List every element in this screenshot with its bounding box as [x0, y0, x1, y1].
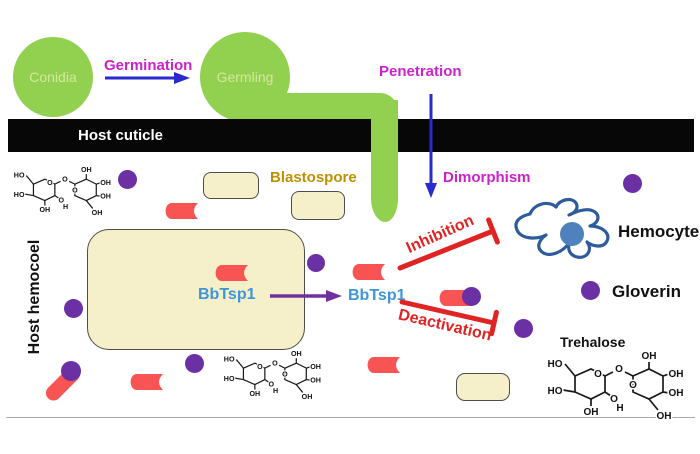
- o-label: O: [257, 363, 263, 371]
- o-label: O: [269, 381, 275, 389]
- o-label: O: [47, 179, 53, 187]
- oh-label: OH: [310, 363, 321, 371]
- h-label: H: [63, 203, 68, 211]
- blastospore-cell: [291, 191, 345, 220]
- host-hemocoel-label: Host hemocoel: [26, 239, 43, 355]
- o-label: O: [594, 369, 602, 380]
- bbtsp1-intracellular-label: BbTsp1: [198, 286, 256, 303]
- o-label: O: [282, 371, 288, 379]
- conidia-label: Conidia: [29, 69, 77, 85]
- gloverin-particle: [64, 299, 83, 318]
- bbtsp1-protein: [165, 203, 198, 219]
- penetration-arrow: [425, 94, 437, 198]
- gloverin-particle: [118, 170, 137, 189]
- ho-label: HO: [14, 172, 25, 180]
- conidia-spore-shape: Conidia: [13, 37, 93, 117]
- germination-arrow: [105, 72, 190, 84]
- oh-label: OH: [81, 166, 92, 174]
- hemocyte-nucleus: [560, 222, 584, 246]
- ho-label: HO: [548, 386, 563, 397]
- ho-label: HO: [14, 191, 25, 199]
- penetration-label: Penetration: [379, 63, 462, 80]
- blastospore-cell: [456, 373, 510, 401]
- blastospore-cell: [203, 172, 259, 199]
- germling-shape: Germling: [200, 32, 290, 122]
- deactivation-t-arrow: Deactivation: [397, 299, 499, 344]
- hemocyte-cell: [514, 197, 610, 259]
- trehalose-label: Trehalose: [560, 334, 626, 350]
- figure-divider-line: [6, 417, 695, 418]
- o-label: O: [72, 187, 78, 195]
- gloverin-label: Gloverin: [612, 282, 681, 301]
- germ-tube-penetrating: [371, 100, 398, 222]
- bbtsp1-secreted-label: BbTsp1: [348, 287, 406, 304]
- bbtsp1-protein: [215, 265, 248, 281]
- inhibition-t-arrow: Inhibition: [397, 212, 500, 271]
- hemocyte-label: Hemocyte: [618, 222, 700, 241]
- oh-label: OH: [669, 388, 684, 399]
- oh-label: OH: [100, 192, 111, 200]
- h-label: H: [616, 403, 623, 414]
- dimorphism-label: Dimorphism: [443, 169, 531, 186]
- bbtsp1-protein: [130, 374, 163, 390]
- gloverin-particle: [185, 354, 204, 373]
- ho-label: HO: [548, 359, 563, 370]
- oh-label: OH: [669, 369, 684, 380]
- oh-label: OH: [657, 411, 672, 422]
- oh-label: OH: [100, 179, 111, 187]
- gloverin-particle-bound: [61, 361, 81, 381]
- o-label: O: [629, 380, 637, 391]
- oh-label: OH: [584, 407, 599, 418]
- gloverin-particle: [514, 319, 533, 338]
- bbtsp1-protein: [367, 357, 400, 373]
- o-label: O: [610, 394, 618, 405]
- oh-label: OH: [40, 206, 51, 214]
- gloverin-particle: [307, 254, 325, 272]
- oh-label: OH: [642, 351, 657, 362]
- o-label: O: [59, 197, 65, 205]
- germination-label: Germination: [104, 57, 193, 74]
- secretion-arrow: [270, 290, 342, 302]
- h-label: H: [273, 387, 278, 395]
- bbtsp1-protein: [352, 264, 385, 280]
- host-cuticle-label: Host cuticle: [78, 127, 164, 144]
- ho-label: HO: [224, 356, 235, 364]
- ho-label: HO: [224, 375, 235, 383]
- o-label: O: [62, 175, 68, 183]
- oh-label: OH: [302, 393, 313, 401]
- oh-label: OH: [250, 390, 261, 398]
- gloverin-legend-particle: [581, 281, 600, 300]
- oh-label: OH: [291, 350, 302, 358]
- gloverin-particle: [623, 174, 642, 193]
- blastospore-mother-cell: [87, 229, 305, 350]
- oh-label: OH: [310, 376, 321, 384]
- blastospore-label: Blastospore: [270, 169, 357, 186]
- oh-label: OH: [92, 209, 103, 217]
- germling-label: Germling: [216, 69, 274, 85]
- o-label: O: [272, 359, 278, 367]
- host-cuticle-bar: Host cuticle: [8, 119, 694, 152]
- o-label: O: [615, 364, 623, 375]
- gloverin-particle-bound: [462, 287, 481, 306]
